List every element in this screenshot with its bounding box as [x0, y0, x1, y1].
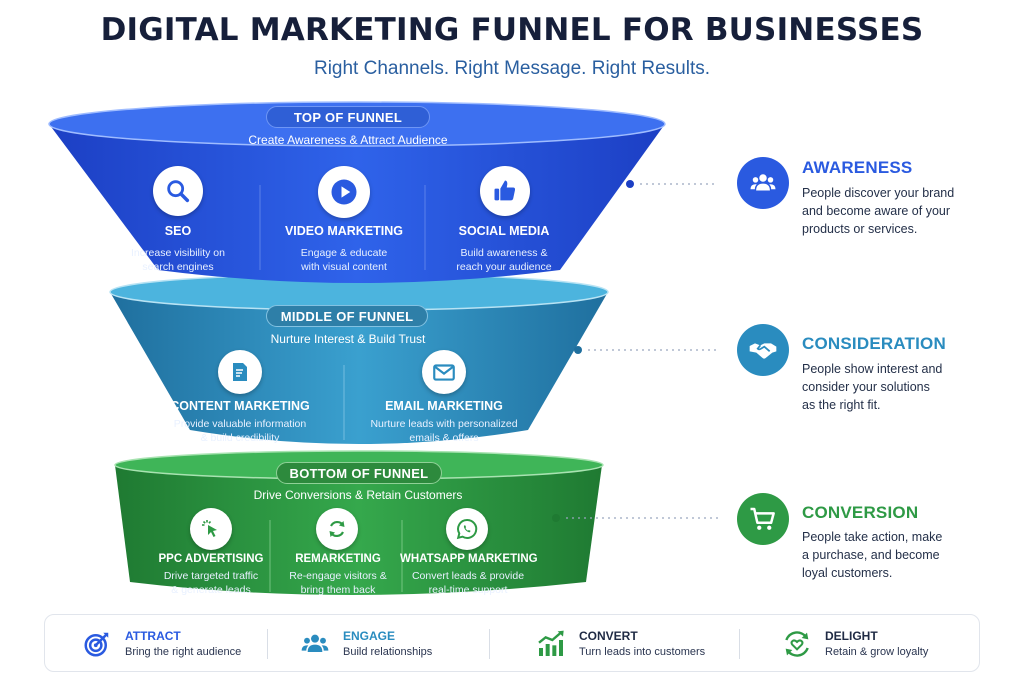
remarketing-icon-badge	[316, 508, 358, 550]
channel-desc: Engage & educate with visual content	[300, 247, 388, 273]
channel-desc: Convert leads & provide real-time suppor…	[411, 570, 525, 596]
channel-name: SEO	[164, 224, 192, 238]
consideration-icon-badge	[737, 324, 789, 376]
summary-title: ATTRACT	[125, 629, 181, 643]
summary-desc: Retain & grow loyalty	[825, 646, 929, 658]
bottom-tier-subtitle: Drive Conversions & Retain Customers	[253, 488, 463, 502]
thumbs-up-icon	[494, 180, 516, 201]
summary-item-convert: CONVERT Turn leads into customers	[535, 615, 735, 673]
top-tier-subtitle: Create Awareness & Attract Audience	[248, 133, 448, 147]
stage-desc-conversion: People take action, make a purchase, and…	[802, 530, 943, 580]
stage-title-conversion: CONVERSION	[802, 503, 919, 522]
channel-desc: Drive targeted traffic & generate leads	[163, 570, 259, 596]
bottom-tier-shape	[115, 465, 602, 595]
channel-name: VIDEO MARKETING	[284, 224, 404, 238]
summary-title: DELIGHT	[825, 629, 878, 643]
page-subtitle: Right Channels. Right Message. Right Res…	[313, 58, 711, 79]
bottom-tier-label: BOTTOM OF FUNNEL	[276, 462, 442, 484]
summary-title: CONVERT	[579, 629, 638, 643]
channel-name: EMAIL MARKETING	[385, 399, 503, 413]
connector-conversion	[552, 514, 718, 522]
middle-tier-shape	[110, 292, 608, 444]
content-icon-badge	[218, 350, 262, 394]
social-icon-badge	[480, 166, 530, 216]
channel-name: PPC ADVERTISING	[158, 553, 264, 565]
refresh-icon	[329, 520, 345, 538]
awareness-icon-badge	[737, 157, 789, 209]
summary-item-attract: ATTRACT Bring the right audience	[81, 615, 271, 673]
middle-tier-rim	[110, 274, 608, 310]
envelope-icon	[433, 364, 455, 381]
people-group-icon	[750, 174, 776, 191]
search-icon	[167, 180, 190, 203]
connector-awareness	[626, 180, 718, 188]
summary-desc: Build relationships	[343, 646, 433, 658]
whatsapp-icon	[456, 518, 478, 540]
summary-desc: Turn leads into customers	[579, 646, 706, 658]
channel-desc: Nurture leads with personalized emails &…	[370, 418, 518, 444]
stage-title-awareness: AWARENESS	[802, 158, 913, 177]
summary-item-engage: ENGAGE Build relationships	[299, 615, 489, 673]
top-tier-label: TOP OF FUNNEL	[266, 106, 430, 128]
shopping-cart-icon	[750, 507, 775, 530]
channel-name: WHATSAPP MARKETING	[400, 553, 538, 565]
target-icon	[84, 632, 109, 657]
bottom-summary-bar: ATTRACT Bring the right audience ENGAGE …	[44, 614, 980, 672]
summary-title: ENGAGE	[343, 629, 396, 643]
middle-tier-label: MIDDLE OF FUNNEL	[266, 305, 428, 327]
video-icon-badge	[318, 166, 370, 218]
handshake-icon	[749, 343, 777, 359]
stage-desc-awareness: People discover your brand and become aw…	[802, 186, 955, 236]
channel-name: SOCIAL MEDIA	[458, 224, 550, 238]
stage-title-consideration: CONSIDERATION	[802, 334, 946, 353]
stage-desc-consideration: People show interest and consider your s…	[802, 362, 943, 412]
email-icon-badge	[422, 350, 466, 394]
ppc-icon-badge	[190, 508, 232, 550]
channel-desc: Build awareness & reach your audience	[456, 247, 552, 273]
page-title: DIGITAL MARKETING FUNNEL FOR BUSINESSES	[100, 12, 924, 48]
channel-desc: Increase visibility on search engines	[131, 247, 225, 273]
document-edit-icon	[233, 363, 247, 381]
summary-item-delight: DELIGHT Retain & grow loyalty	[781, 615, 971, 673]
connector-consideration	[574, 346, 718, 354]
cursor-click-icon	[202, 520, 217, 537]
summary-desc: Bring the right audience	[125, 646, 242, 658]
channel-name: CONTENT MARKETING	[170, 399, 310, 413]
middle-tier-subtitle: Nurture Interest & Build Trust	[270, 332, 426, 346]
channel-name: REMARKETING	[295, 553, 381, 565]
whatsapp-icon-badge	[446, 508, 488, 550]
channel-desc: Provide valuable information & build cre…	[173, 418, 307, 444]
play-icon	[331, 179, 357, 205]
growth-chart-icon	[538, 630, 564, 656]
channel-desc: Re-engage visitors & bring them back	[289, 570, 387, 596]
people-group-icon	[301, 634, 329, 652]
heart-cycle-icon	[785, 631, 809, 657]
seo-icon-badge	[153, 166, 203, 216]
conversion-icon-badge	[737, 493, 789, 545]
